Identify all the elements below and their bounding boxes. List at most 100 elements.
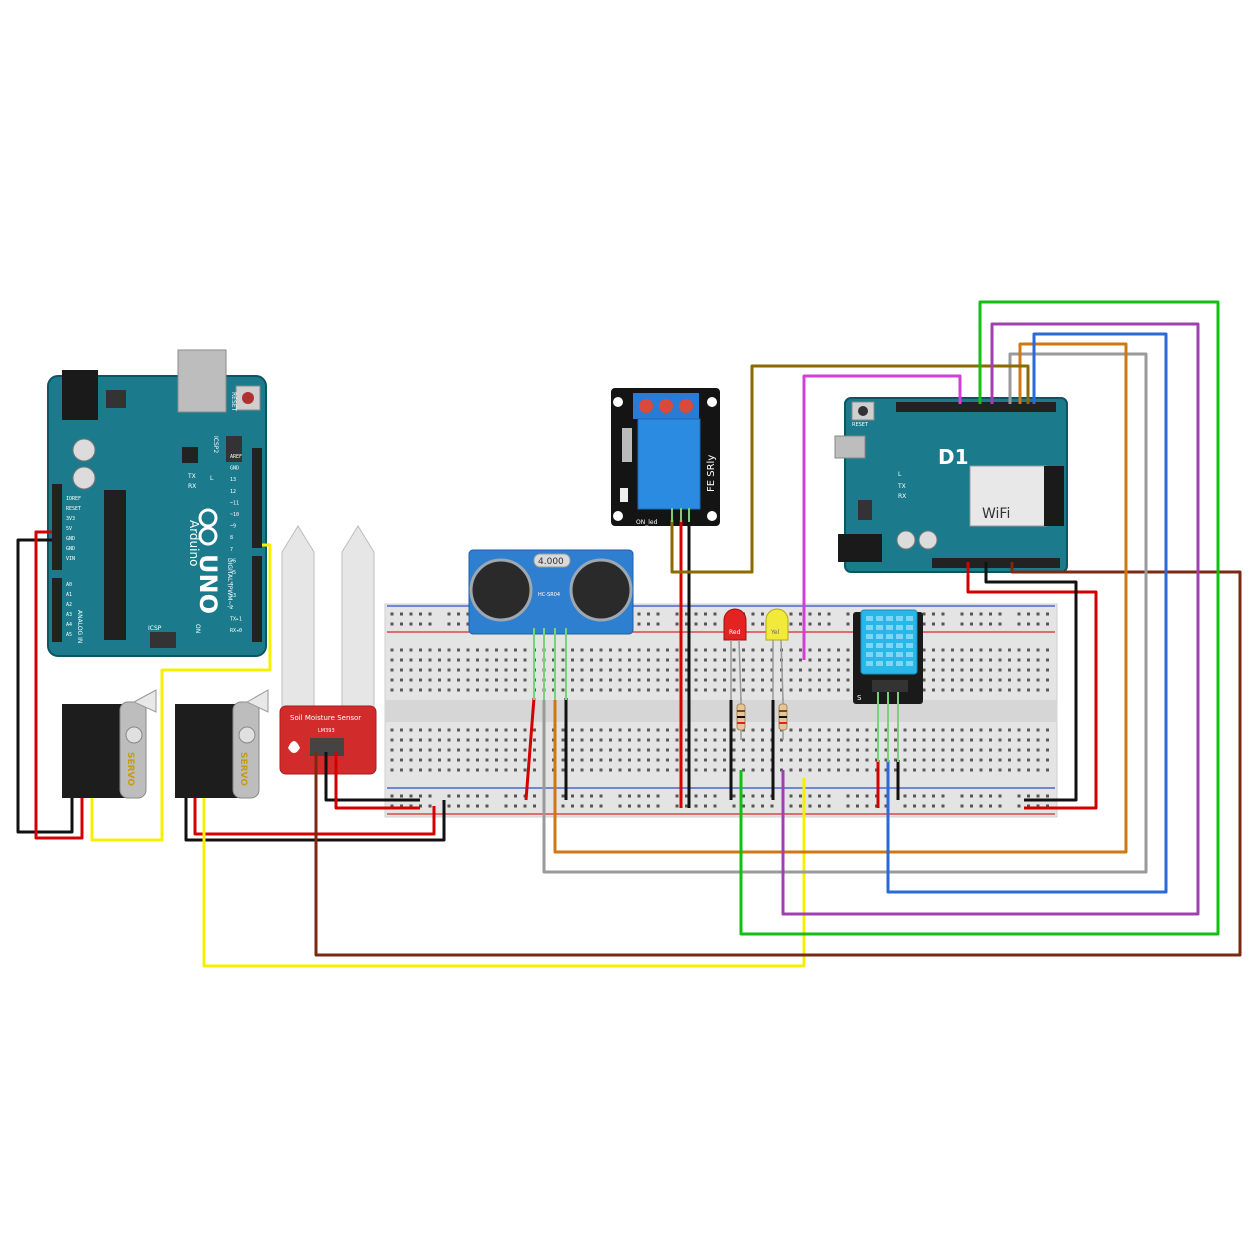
servo-left: SERVO xyxy=(62,689,157,799)
terminal-hole xyxy=(514,758,517,762)
wire-uno-gnd-servo-left xyxy=(16,538,74,834)
rail-hole xyxy=(989,612,992,616)
terminal-hole xyxy=(732,768,736,772)
terminal-hole xyxy=(390,688,394,692)
atmega-chip xyxy=(104,490,126,640)
dht-vent-slot xyxy=(866,616,873,621)
terminal-hole xyxy=(656,668,660,672)
terminal-hole xyxy=(495,648,498,652)
rail-hole xyxy=(789,794,793,798)
terminal-hole xyxy=(704,688,707,692)
terminal-hole xyxy=(713,678,717,682)
rail-hole xyxy=(846,794,850,798)
terminal-hole xyxy=(476,748,479,752)
dht-vent-slot xyxy=(876,634,883,639)
rail-hole xyxy=(419,612,422,616)
resistor-yellow-led xyxy=(778,698,788,740)
terminal-hole xyxy=(504,688,508,692)
rail-hole xyxy=(770,804,774,808)
terminal-hole xyxy=(979,648,983,652)
terminal-hole xyxy=(998,738,1002,742)
terminal-hole xyxy=(409,658,413,662)
terminal-hole xyxy=(979,748,983,752)
rail-hole xyxy=(799,612,802,616)
terminal-hole xyxy=(599,658,603,662)
led-yellow-leg-b xyxy=(780,639,784,701)
rail-hole xyxy=(960,794,964,798)
resistor-red-led xyxy=(736,698,746,740)
terminal-hole xyxy=(875,748,878,752)
terminal-hole xyxy=(723,738,726,742)
terminal-hole xyxy=(732,758,736,762)
pin-label: GND xyxy=(66,546,75,552)
terminal-hole xyxy=(704,658,707,662)
terminal-hole xyxy=(875,728,878,732)
terminal-hole xyxy=(514,678,517,682)
terminal-hole xyxy=(647,768,650,772)
terminal-hole xyxy=(932,748,935,752)
terminal-hole xyxy=(846,678,850,682)
wire-dht-data xyxy=(886,332,1168,894)
rail-hole xyxy=(913,794,916,798)
terminal-hole xyxy=(666,658,669,662)
terminal-hole xyxy=(704,748,707,752)
terminal-hole xyxy=(732,738,736,742)
terminal-hole xyxy=(989,758,992,762)
terminal-hole xyxy=(590,658,593,662)
logo-loop-right xyxy=(198,526,218,546)
relay-screw-3 xyxy=(679,399,693,413)
terminal-hole xyxy=(789,658,793,662)
rail-hole xyxy=(884,804,888,808)
rail-hole xyxy=(390,804,394,808)
rail-hole xyxy=(409,794,413,798)
wire-soil-vcc xyxy=(334,752,420,810)
terminal-hole xyxy=(704,728,707,732)
wire-uno-5v-servo-left xyxy=(34,530,84,840)
terminal-hole xyxy=(590,678,593,682)
terminal-hole xyxy=(827,768,831,772)
d1-reset-label: RESET xyxy=(852,422,869,428)
terminal-hole xyxy=(656,678,660,682)
wire-soil-signal xyxy=(314,562,1242,957)
rail-hole xyxy=(1036,794,1040,798)
terminal-hole xyxy=(495,748,498,752)
rail-hole xyxy=(922,612,926,616)
terminal-hole xyxy=(428,668,432,672)
terminal-hole xyxy=(846,668,850,672)
terminal-hole xyxy=(704,678,707,682)
terminal-hole xyxy=(751,748,755,752)
dht-vent-slot xyxy=(866,634,873,639)
terminal-hole xyxy=(618,738,622,742)
terminal-hole xyxy=(998,758,1002,762)
terminal-hole xyxy=(561,758,565,762)
pin-label: GND xyxy=(230,466,239,472)
terminal-hole xyxy=(723,728,726,732)
terminal-hole xyxy=(894,768,897,772)
terminal-hole xyxy=(466,768,470,772)
rail-hole xyxy=(514,804,517,808)
terminal-hole xyxy=(846,768,850,772)
terminal-hole xyxy=(941,758,945,762)
rail-hole xyxy=(694,804,698,808)
terminal-hole xyxy=(457,668,460,672)
dht-vent-slot xyxy=(896,634,903,639)
relay-screw-2 xyxy=(659,399,673,413)
servo-right-shaft xyxy=(238,726,256,744)
wire-led-red-signal xyxy=(739,300,1220,936)
rail-hole xyxy=(732,794,736,798)
rail-hole xyxy=(998,804,1002,808)
d1-tx-label: TX xyxy=(897,483,906,490)
terminal-hole xyxy=(884,768,888,772)
rail-hole xyxy=(1027,612,1030,616)
terminal-hole xyxy=(837,728,840,732)
terminal-hole xyxy=(989,728,992,732)
terminal-hole xyxy=(742,648,745,652)
terminal-hole xyxy=(504,738,508,742)
terminal-hole xyxy=(514,668,517,672)
rail-hole xyxy=(827,622,831,626)
terminal-hole xyxy=(571,738,574,742)
terminal-hole xyxy=(590,728,593,732)
terminal-hole xyxy=(846,738,850,742)
terminal-hole xyxy=(1008,668,1011,672)
terminal-hole xyxy=(618,678,622,682)
